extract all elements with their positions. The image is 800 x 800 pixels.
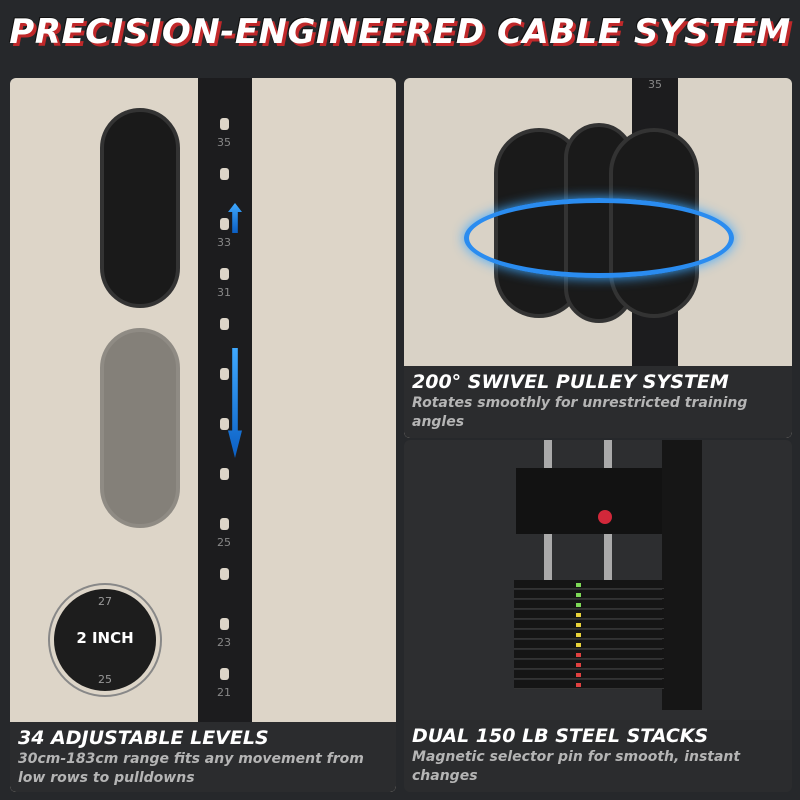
page-title: PRECISION-ENGINEERED CABLE SYSTEM xyxy=(9,12,791,52)
level-number: 33 xyxy=(217,236,231,249)
level-number: 31 xyxy=(217,286,231,299)
caption: 200° SWIVEL PULLEY SYSTEM Rotates smooth… xyxy=(404,366,792,438)
caption-text: Magnetic selector pin for smooth, instan… xyxy=(412,749,741,784)
caption-text: Rotates smoothly for unrestricted traini… xyxy=(412,395,748,430)
caption-heading: DUAL 150 LB STEEL STACKS xyxy=(412,725,709,747)
caption: DUAL 150 LB STEEL STACKS Magnetic select… xyxy=(404,720,792,792)
caption: 34 ADJUSTABLE LEVELS 30cm-183cm range fi… xyxy=(10,722,396,792)
pulley-upper xyxy=(100,108,180,308)
caption-heading: 200° SWIVEL PULLEY SYSTEM xyxy=(412,371,729,393)
swivel-pulley-panel: 35 200° SWIVEL PULLEY SYSTEM Rotates smo… xyxy=(404,78,792,438)
caption-text: 30cm-183cm range fits any movement from … xyxy=(18,751,364,786)
weight-stack-panel: DUAL 150 LB STEEL STACKS Magnetic select… xyxy=(404,440,792,792)
level-number: 35 xyxy=(648,78,662,91)
level-number: 23 xyxy=(217,636,231,649)
selector-pin[interactable] xyxy=(598,510,612,524)
level-number: 25 xyxy=(217,536,231,549)
top-plate-stack xyxy=(516,468,662,534)
caption-heading: 34 ADJUSTABLE LEVELS xyxy=(18,727,269,749)
hole-spacing-badge: 27 2 INCH 25 xyxy=(50,585,160,695)
pulley-lower-ghost xyxy=(100,328,180,528)
level-number: 21 xyxy=(217,686,231,699)
level-number: 35 xyxy=(217,136,231,149)
frame-upright xyxy=(198,78,252,722)
adjustable-levels-panel: 35 33 31 25 23 21 27 2 INCH 25 34 ADJUST… xyxy=(10,78,396,792)
swivel-ring-icon xyxy=(464,198,734,278)
